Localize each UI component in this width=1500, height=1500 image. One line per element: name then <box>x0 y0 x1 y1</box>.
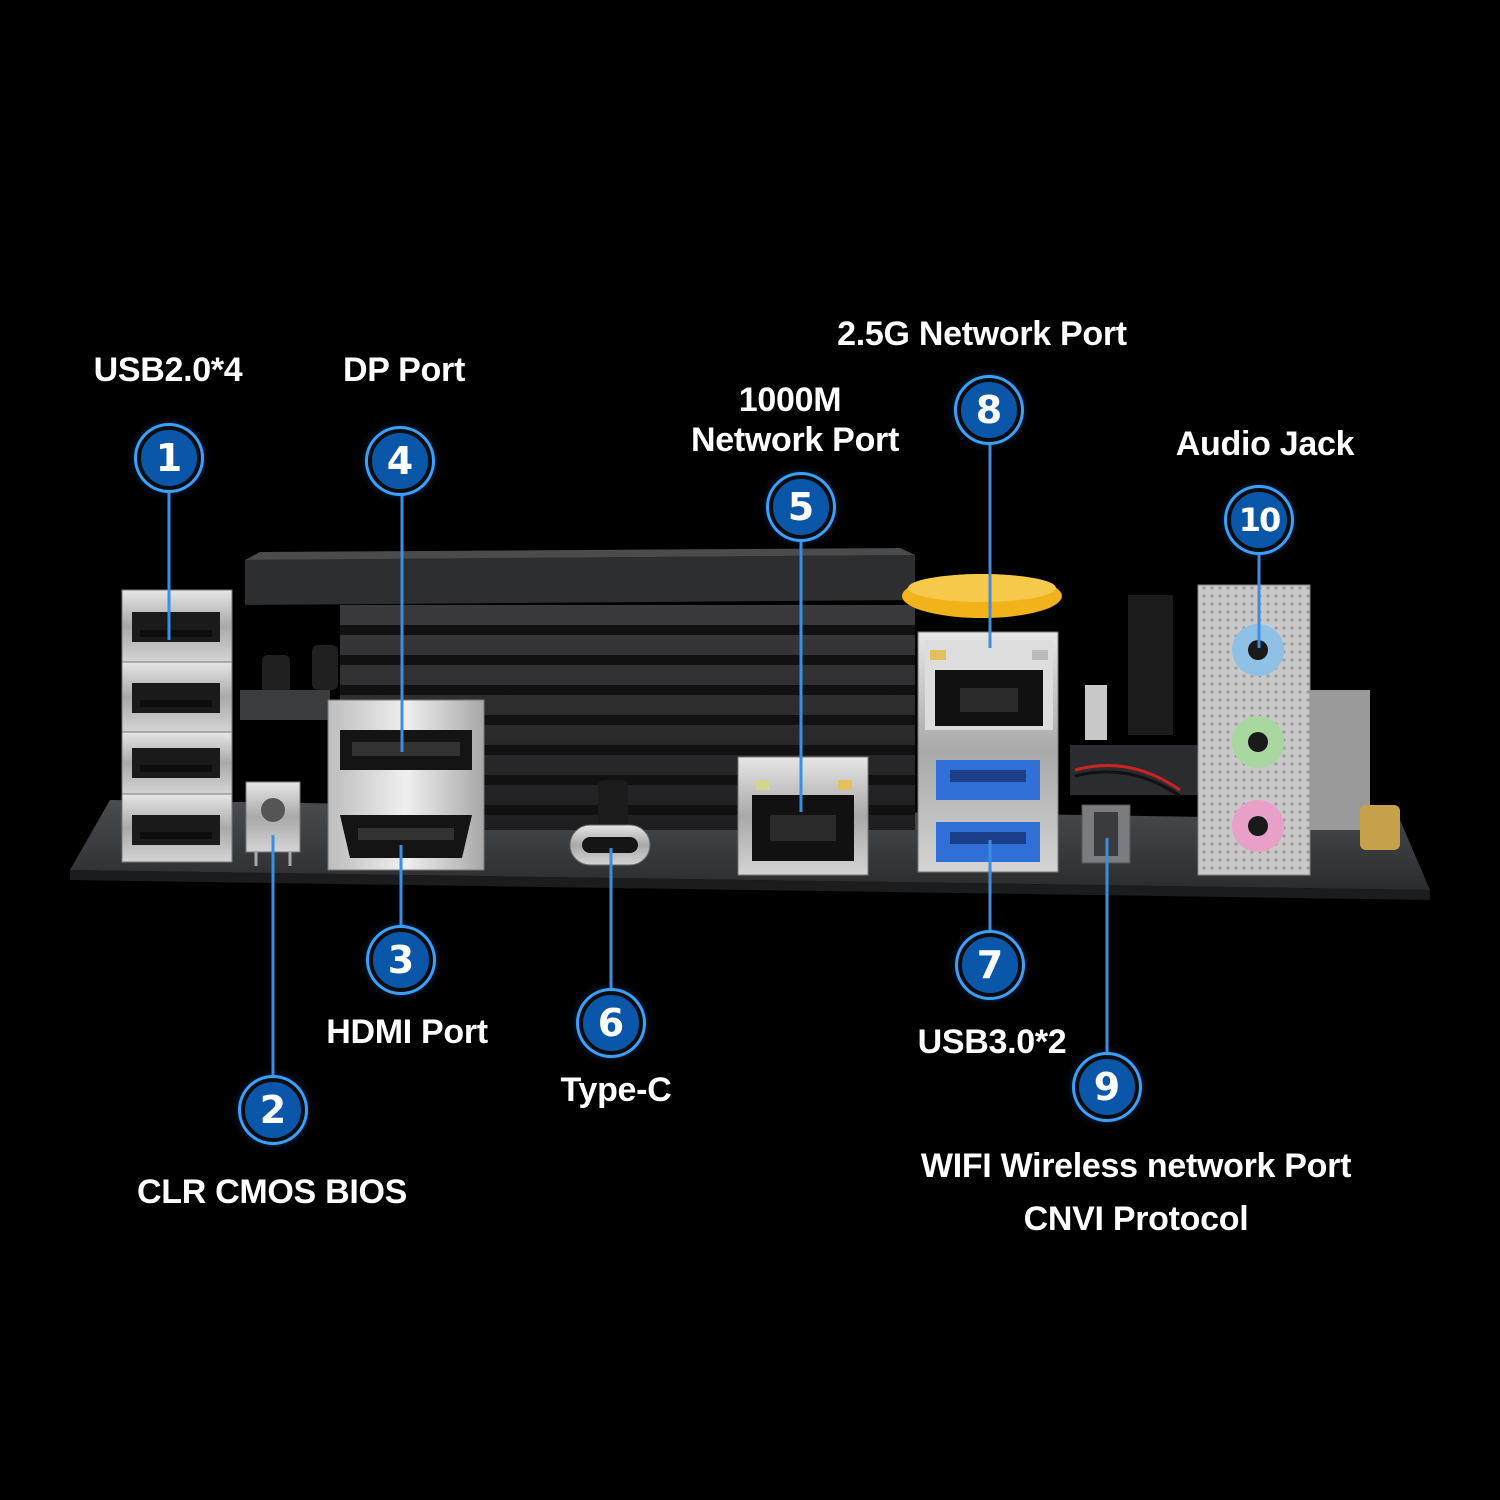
badge-8: 8 <box>957 378 1021 442</box>
type-c-port <box>569 780 651 866</box>
label-wifi-line1: WIFI Wireless network Port <box>920 1147 1352 1185</box>
label-1000m-line2: Network Port <box>691 421 899 459</box>
label-hdmi-port: HDMI Port <box>326 1013 488 1051</box>
leader-lines <box>167 442 1261 1078</box>
rj45-usb3-stack <box>902 574 1062 873</box>
badge-5: 5 <box>769 475 833 539</box>
dp-hdmi-block <box>327 699 485 871</box>
badge-10: 10 <box>1227 488 1291 552</box>
badge-4: 4 <box>368 429 432 493</box>
label-1000m-line1: 1000M <box>738 381 842 419</box>
wifi-cnvi-connector <box>1070 595 1200 864</box>
rj45-1000m <box>737 756 869 876</box>
clr-cmos-button <box>245 781 301 866</box>
label-clr-cmos-bios: CLR CMOS BIOS <box>137 1173 407 1211</box>
badge-2: 2 <box>241 1078 305 1142</box>
usb2-stack <box>121 589 233 863</box>
badge-7: 7 <box>958 933 1022 997</box>
label-usb2: USB2.0*4 <box>93 351 243 389</box>
label-usb3: USB3.0*2 <box>917 1023 1067 1061</box>
badge-9: 9 <box>1075 1055 1139 1119</box>
badge-6: 6 <box>579 991 643 1055</box>
badge-3: 3 <box>369 928 433 992</box>
label-dp-port: DP Port <box>343 351 465 389</box>
label-2-5g-network-port: 2.5G Network Port <box>837 315 1127 353</box>
label-wifi-line2: CNVI Protocol <box>1023 1200 1249 1238</box>
badge-1: 1 <box>137 426 201 490</box>
audio-bracket <box>1197 584 1400 876</box>
label-type-c: Type-C <box>560 1071 672 1109</box>
label-audio-jack: Audio Jack <box>1175 425 1355 463</box>
